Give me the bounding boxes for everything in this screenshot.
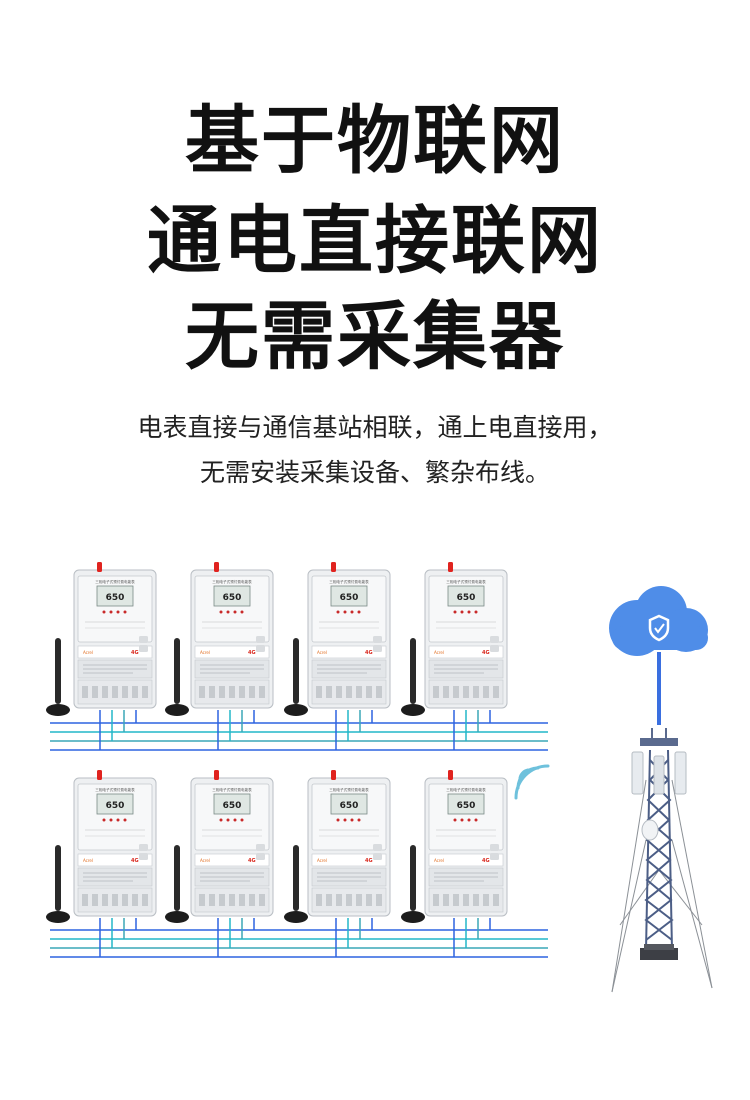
- antenna-icon: [401, 845, 425, 923]
- electric-meter: [307, 562, 391, 709]
- drop-wires-row-2: [99, 918, 491, 957]
- drop-wires-row-1: [99, 710, 491, 750]
- antenna-icon: [284, 638, 308, 716]
- electric-meter: [190, 562, 274, 709]
- illustration: 三相电子式预付费电能表 650 Acrel 4G: [46, 562, 713, 993]
- electric-meter: [424, 770, 508, 917]
- headline-line-2: 通电直接联网: [147, 198, 603, 284]
- antenna-icon: [165, 638, 189, 716]
- electric-meter: [307, 770, 391, 917]
- antenna-icon: [46, 638, 70, 716]
- cell-tower-icon: [611, 728, 713, 993]
- antenna-icon: [165, 845, 189, 923]
- cloud-shield-icon: [609, 586, 708, 656]
- description-line-1: 电表直接与通信基站相联，通上电直接用，: [137, 413, 613, 442]
- antenna-icon: [284, 845, 308, 923]
- antenna-icon: [401, 638, 425, 716]
- electric-meter: [190, 770, 274, 917]
- electric-meter: [73, 770, 157, 917]
- headline-line-1: 基于物联网: [185, 98, 565, 184]
- cable-bus-row-2: [50, 929, 548, 958]
- antenna-icon: [46, 845, 70, 923]
- wireless-signal-icon: [514, 764, 550, 800]
- description-line-2: 无需安装采集设备、繁杂布线。: [199, 458, 550, 487]
- electric-meter: [424, 562, 508, 709]
- cable-bus-row-1: [50, 722, 548, 751]
- electric-meter: [73, 562, 157, 709]
- headline-line-3: 无需采集器: [185, 294, 565, 380]
